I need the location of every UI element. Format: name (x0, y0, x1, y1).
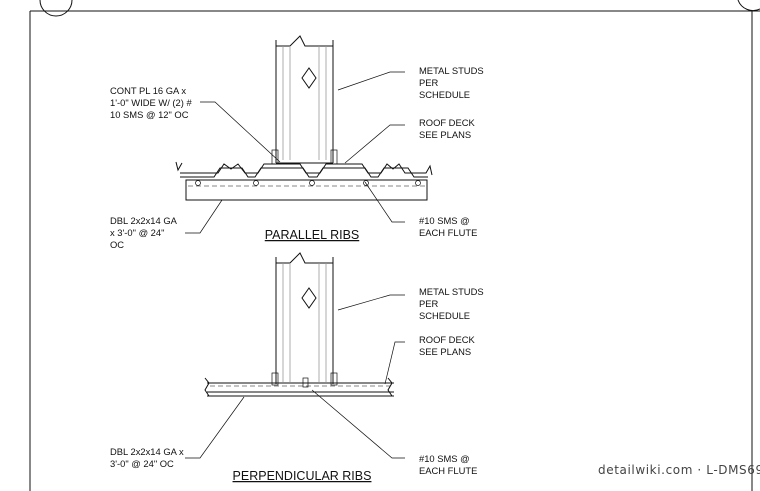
note-studs-bottom: METAL STUDS PER SCHEDULE (419, 286, 486, 321)
leader-screws-top (364, 181, 405, 223)
leader-track-top (185, 199, 223, 234)
parallel-ribs-detail: CONT PL 16 GA x 1'-0" WIDE W/ (2) # 10 S… (110, 35, 486, 250)
note-plate: CONT PL 16 GA x 1'-0" WIDE W/ (2) # 10 S… (110, 85, 194, 120)
note-screws-bottom: #10 SMS @ EACH FLUTE (419, 453, 477, 476)
metal-stud-bottom (271, 252, 338, 388)
perpendicular-ribs-detail: METAL STUDS PER SCHEDULE ROOF DECK SEE P… (110, 252, 486, 483)
leader-plate-top (200, 101, 281, 163)
leader-deck-top (344, 124, 405, 164)
note-deck-top: ROOF DECK SEE PLANS (419, 117, 477, 140)
title-perpendicular-ribs: PERPENDICULAR RIBS (233, 469, 372, 483)
leader-deck-bottom (384, 341, 405, 385)
watermark: detailwiki.com · L-DMS69 (598, 463, 760, 477)
stud-knockout-icon (301, 67, 317, 89)
note-track-top: DBL 2x2x14 GA x 3'-0" @ 24" OC (110, 215, 179, 250)
note-deck-bottom: ROOF DECK SEE PLANS (419, 334, 477, 357)
sheet-border (29, 0, 760, 491)
metal-stud-top (271, 35, 338, 165)
note-studs-top: METAL STUDS PER SCHEDULE (419, 65, 486, 100)
note-track-bottom: DBL 2x2x14 GA x 3'-0" @ 24" OC (110, 446, 186, 469)
double-track-top (185, 179, 428, 201)
roof-deck-top (175, 161, 433, 178)
leader-studs-top (337, 71, 405, 91)
leader-screws-bottom (311, 389, 405, 459)
note-screws-top: #10 SMS @ EACH FLUTE (419, 215, 477, 238)
title-parallel-ribs: PARALLEL RIBS (265, 228, 360, 242)
leader-track-bottom (185, 396, 245, 459)
leader-studs-bottom (337, 294, 405, 311)
stud-knockout-icon (301, 287, 317, 309)
roof-deck-bottom (204, 377, 394, 397)
